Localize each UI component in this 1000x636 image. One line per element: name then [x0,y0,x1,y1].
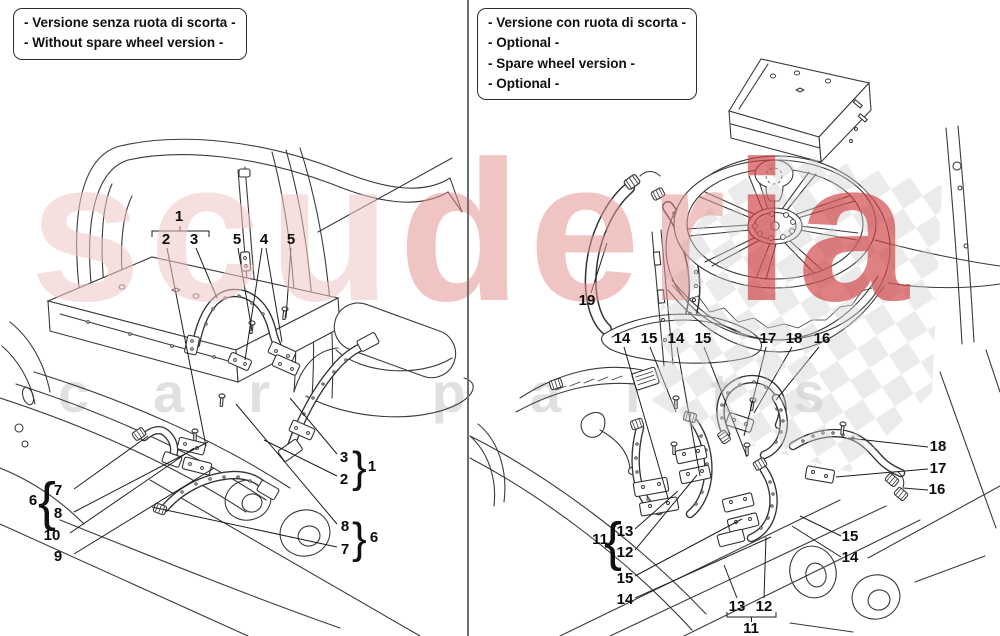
note-line: - Spare wheel version - [488,55,636,71]
tool-case-drawing [728,58,872,164]
left-diagram: { } } [0,138,474,636]
svg-text:}: } [352,443,367,492]
retaining-straps-left [130,288,380,516]
svg-text:{: { [604,512,622,572]
svg-text:{: { [38,472,56,532]
wheel-arch-right [789,545,901,620]
svg-text:}: } [352,514,367,563]
note-line: - Versione con ruota di scorta - [488,15,687,30]
brace-glyphs-right: { [604,512,622,572]
brace-glyphs-left: { } } [38,443,367,563]
leader-lines-left [69,226,338,555]
note-line: - Optional - [488,35,560,51]
note-box-left: - Versione senza ruota di scorta - - Wit… [13,8,247,60]
note-box-right: - Versione con ruota di scorta - - Optio… [477,8,698,100]
note-line: - Without spare wheel version - [24,35,224,51]
panel-divider [467,0,469,636]
note-line: - Versione senza ruota di scorta - [24,15,236,30]
note-line: - Optional - [488,75,560,91]
